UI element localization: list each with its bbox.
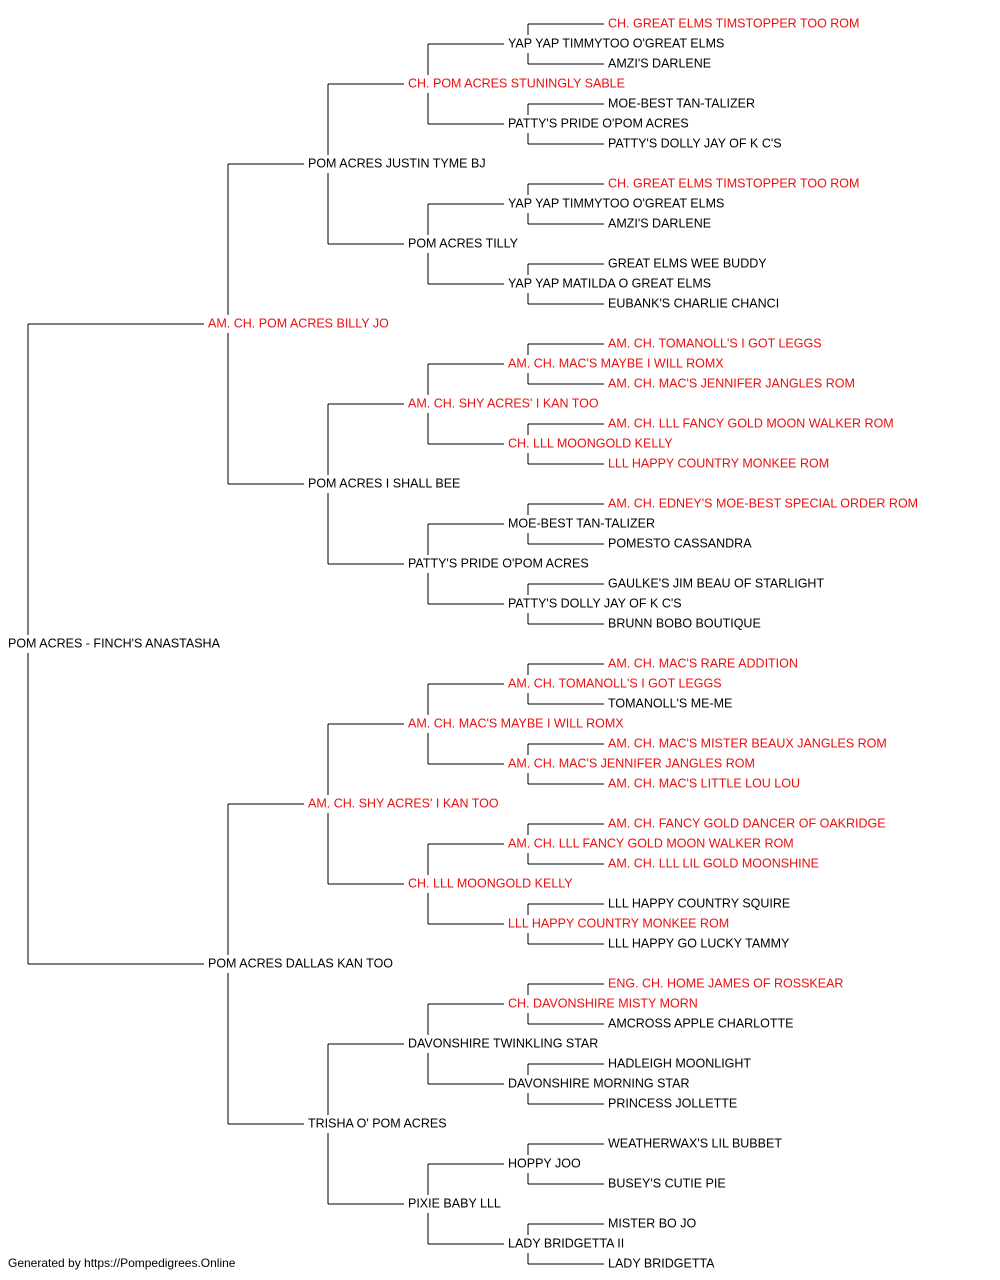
dog-name-gen5-d-d-d-d-s: MISTER BO JO <box>608 1216 696 1230</box>
dog-name-gen4-s-s-s-s: YAP YAP TIMMYTOO O'GREAT ELMS <box>508 36 724 50</box>
dog-name-gen4-s-d-s-s: AM. CH. MAC'S MAYBE I WILL ROMX <box>508 356 724 370</box>
footer-credit: Generated by https://Pompedigrees.Online <box>8 1256 236 1270</box>
dog-name-gen5-d-s-d-d-d: LLL HAPPY GO LUCKY TAMMY <box>608 936 790 950</box>
dog-name-gen4-s-d-s-d: CH. LLL MOONGOLD KELLY <box>508 436 673 450</box>
dog-name-gen0-root: POM ACRES - FINCH'S ANASTASHA <box>8 636 221 650</box>
dog-name-gen5-s-d-s-d-d: LLL HAPPY COUNTRY MONKEE ROM <box>608 456 829 470</box>
dog-name-gen5-d-d-d-d-d: LADY BRIDGETTA <box>608 1256 715 1270</box>
dog-name-gen4-d-s-d-d: LLL HAPPY COUNTRY MONKEE ROM <box>508 916 729 930</box>
dog-name-gen4-d-s-s-d: AM. CH. MAC'S JENNIFER JANGLES ROM <box>508 756 755 770</box>
dog-name-gen1-s: AM. CH. POM ACRES BILLY JO <box>208 316 389 330</box>
dog-name-gen5-d-d-s-s-d: AMCROSS APPLE CHARLOTTE <box>608 1016 793 1030</box>
dog-name-gen4-s-d-d-s: MOE-BEST TAN-TALIZER <box>508 516 655 530</box>
dog-name-gen5-s-s-s-s-d: AMZI'S DARLENE <box>608 56 711 70</box>
dog-name-gen4-d-s-s-s: AM. CH. TOMANOLL'S I GOT LEGGS <box>508 676 722 690</box>
dog-name-gen5-d-d-s-s-s: ENG. CH. HOME JAMES OF ROSSKEAR <box>608 976 843 990</box>
dog-name-gen5-d-s-d-s-d: AM. CH. LLL LIL GOLD MOONSHINE <box>608 856 819 870</box>
dog-name-gen5-d-d-s-d-d: PRINCESS JOLLETTE <box>608 1096 737 1110</box>
dog-name-gen3-d-s-s: AM. CH. MAC'S MAYBE I WILL ROMX <box>408 716 624 730</box>
dog-name-gen5-d-s-d-d-s: LLL HAPPY COUNTRY SQUIRE <box>608 896 790 910</box>
dog-name-gen5-s-d-d-d-d: BRUNN BOBO BOUTIQUE <box>608 616 761 630</box>
dog-name-gen4-s-s-d-s: YAP YAP TIMMYTOO O'GREAT ELMS <box>508 196 724 210</box>
dog-name-gen4-d-d-s-s: CH. DAVONSHIRE MISTY MORN <box>508 996 698 1010</box>
dog-name-gen5-s-s-d-s-d: AMZI'S DARLENE <box>608 216 711 230</box>
dog-name-gen5-s-s-s-d-d: PATTY'S DOLLY JAY OF K C'S <box>608 136 782 150</box>
dog-name-gen5-s-s-s-s-s: CH. GREAT ELMS TIMSTOPPER TOO ROM <box>608 16 859 30</box>
dog-name-gen3-d-s-d: CH. LLL MOONGOLD KELLY <box>408 876 573 890</box>
dog-name-gen5-d-s-s-s-d: TOMANOLL'S ME-ME <box>608 696 732 710</box>
dog-name-gen3-s-s-s: CH. POM ACRES STUNINGLY SABLE <box>408 76 625 90</box>
dog-name-gen5-s-s-s-d-s: MOE-BEST TAN-TALIZER <box>608 96 755 110</box>
dog-name-gen5-d-s-s-s-s: AM. CH. MAC'S RARE ADDITION <box>608 656 798 670</box>
dog-name-gen5-s-s-d-s-s: CH. GREAT ELMS TIMSTOPPER TOO ROM <box>608 176 859 190</box>
dog-name-gen4-d-s-d-s: AM. CH. LLL FANCY GOLD MOON WALKER ROM <box>508 836 794 850</box>
dog-name-gen1-d: POM ACRES DALLAS KAN TOO <box>208 956 393 970</box>
dog-name-gen5-d-d-d-s-s: WEATHERWAX'S LIL BUBBET <box>608 1136 782 1150</box>
dog-name-gen2-s-d: POM ACRES I SHALL BEE <box>308 476 460 490</box>
dog-name-gen4-d-d-d-d: LADY BRIDGETTA II <box>508 1236 624 1250</box>
dog-name-gen5-d-d-s-d-s: HADLEIGH MOONLIGHT <box>608 1056 751 1070</box>
dog-name-gen3-s-s-d: POM ACRES TILLY <box>408 236 519 250</box>
dog-name-gen5-s-d-d-s-s: AM. CH. EDNEY'S MOE-BEST SPECIAL ORDER R… <box>608 496 918 510</box>
dog-name-gen5-d-s-d-s-s: AM. CH. FANCY GOLD DANCER OF OAKRIDGE <box>608 816 886 830</box>
dog-name-gen5-d-s-s-d-d: AM. CH. MAC'S LITTLE LOU LOU <box>608 776 800 790</box>
dog-name-gen5-s-d-s-s-d: AM. CH. MAC'S JENNIFER JANGLES ROM <box>608 376 855 390</box>
dog-name-gen5-s-s-d-d-s: GREAT ELMS WEE BUDDY <box>608 256 767 270</box>
dog-name-gen5-s-d-d-d-s: GAULKE'S JIM BEAU OF STARLIGHT <box>608 576 824 590</box>
dog-name-gen5-d-d-d-s-d: BUSEY'S CUTIE PIE <box>608 1176 726 1190</box>
dog-name-gen4-s-s-d-d: YAP YAP MATILDA O GREAT ELMS <box>508 276 711 290</box>
dog-name-gen4-d-d-d-s: HOPPY JOO <box>508 1156 581 1170</box>
dog-name-gen3-s-d-d: PATTY'S PRIDE O'POM ACRES <box>408 556 589 570</box>
dog-name-gen3-d-d-s: DAVONSHIRE TWINKLING STAR <box>408 1036 598 1050</box>
dog-name-gen2-s-s: POM ACRES JUSTIN TYME BJ <box>308 156 486 170</box>
dog-name-gen5-s-d-d-s-d: POMESTO CASSANDRA <box>608 536 752 550</box>
dog-name-gen4-d-d-s-d: DAVONSHIRE MORNING STAR <box>508 1076 690 1090</box>
dog-name-gen2-d-d: TRISHA O' POM ACRES <box>308 1116 447 1130</box>
dog-name-gen2-d-s: AM. CH. SHY ACRES' I KAN TOO <box>308 796 499 810</box>
dog-name-gen4-s-s-s-d: PATTY'S PRIDE O'POM ACRES <box>508 116 689 130</box>
dog-name-gen5-s-d-s-d-s: AM. CH. LLL FANCY GOLD MOON WALKER ROM <box>608 416 894 430</box>
dog-name-gen5-d-s-s-d-s: AM. CH. MAC'S MISTER BEAUX JANGLES ROM <box>608 736 887 750</box>
dog-name-gen3-s-d-s: AM. CH. SHY ACRES' I KAN TOO <box>408 396 599 410</box>
dog-name-gen4-s-d-d-d: PATTY'S DOLLY JAY OF K C'S <box>508 596 682 610</box>
dog-name-gen5-s-s-d-d-d: EUBANK'S CHARLIE CHANCI <box>608 296 779 310</box>
dog-name-gen5-s-d-s-s-s: AM. CH. TOMANOLL'S I GOT LEGGS <box>608 336 822 350</box>
dog-name-gen3-d-d-d: PIXIE BABY LLL <box>408 1196 501 1210</box>
